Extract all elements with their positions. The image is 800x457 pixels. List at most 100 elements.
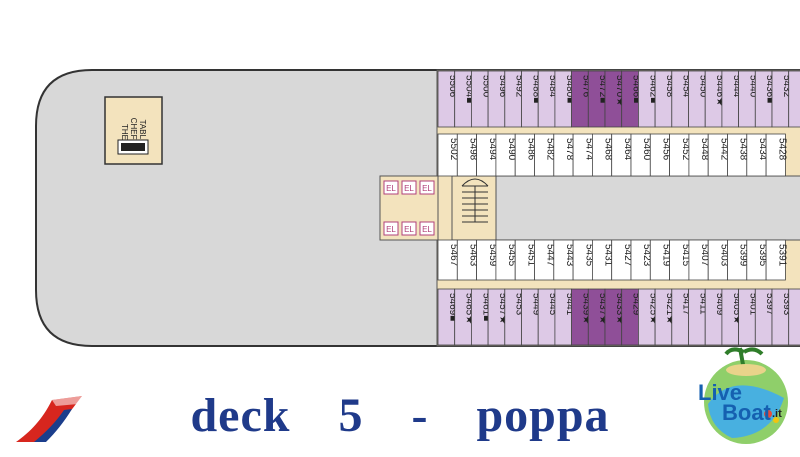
cabin-number: 5506: [447, 75, 458, 98]
cabin-number: 5433★: [614, 293, 625, 324]
elevator-label: EL: [422, 225, 432, 234]
cabin-bottom-inner[interactable]: 5399: [727, 239, 749, 281]
chefs-table: THE CHEF'S TABLE: [104, 96, 163, 165]
cabin-number: 5409: [714, 293, 725, 316]
cabin-top-inner[interactable]: 5442: [707, 133, 729, 177]
cabin-bottom-inner[interactable]: 5443: [553, 239, 575, 281]
cabin-number: 5403: [718, 244, 729, 267]
cabin-number: 5454: [681, 75, 692, 98]
cabin-top-outer[interactable]: 5430★: [788, 70, 800, 128]
cabin-number: 5444: [731, 75, 742, 98]
cabin-number: 5463: [467, 244, 478, 267]
cabin-bottom-inner[interactable]: 5451: [514, 239, 536, 281]
cabin-number: 5446★: [714, 75, 725, 106]
cabin-number: 5478: [564, 138, 575, 161]
cabin-bottom-outer[interactable]: 5389: [788, 288, 800, 346]
cabin-number: 5472■: [597, 75, 608, 103]
cabin-number: 5482: [545, 138, 556, 161]
cabin-bottom-outer[interactable]: 5393: [771, 288, 792, 346]
cabin-number: 5441: [564, 293, 575, 316]
cabin-top-outer[interactable]: 5470★: [604, 70, 625, 128]
cabin-bottom-inner[interactable]: 5395: [746, 239, 768, 281]
cabin-top-inner[interactable]: 5482: [534, 133, 556, 177]
chefs-table-label-3: TABLE: [138, 120, 147, 145]
cabin-bottom-inner[interactable]: 5419: [649, 239, 671, 281]
cabin-top-outer[interactable]: 5488■: [521, 70, 542, 128]
cabin-number: 5467: [448, 244, 459, 267]
cabin-number: 5399: [738, 244, 749, 267]
cabin-number: 5393: [781, 293, 792, 316]
cabin-top-outer[interactable]: 5480■: [554, 70, 575, 128]
cabin-bottom-inner[interactable]: 5435: [572, 239, 594, 281]
cabin-number: 5462■: [647, 75, 658, 103]
cabin-top-inner[interactable]: 5452: [669, 133, 691, 177]
stairs-icon: [461, 178, 489, 223]
cabin-number: 5429: [631, 293, 642, 316]
cabin-bottom-inner[interactable]: 5455: [495, 239, 517, 281]
cabin-top-inner[interactable]: 5486: [514, 133, 536, 177]
cabin-number: 5476: [580, 75, 591, 98]
elevator-label: EL: [404, 184, 414, 193]
cabin-top-inner[interactable]: 5464: [611, 133, 633, 177]
chefs-table-label-1: THE: [120, 124, 129, 140]
stairwell: [451, 175, 497, 241]
cabin-number: 5484: [547, 75, 558, 98]
cabin-number: 5439★: [580, 293, 591, 324]
carnival-logo: [16, 396, 82, 442]
cabin-number: 5437★: [597, 293, 608, 324]
title-word-dash: -: [411, 389, 429, 442]
cabin-bottom-inner[interactable]: 5403: [707, 239, 729, 281]
cabin-top-inner[interactable]: 5478: [553, 133, 575, 177]
cabin-top-inner[interactable]: 5502: [437, 133, 459, 177]
cabin-bottom-inner[interactable]: 5463: [456, 239, 478, 281]
cabin-number: 5425★: [647, 293, 658, 324]
elevator-label: EL: [422, 184, 432, 193]
liveboat-logo: Live Boat .it: [692, 340, 796, 452]
cabin-top-inner[interactable]: 5456: [649, 133, 671, 177]
cabin-number: 5447: [545, 244, 556, 267]
cabin-number: 5423: [641, 244, 652, 267]
cabin-number: 5502: [448, 138, 459, 161]
cabin-top-outer[interactable]: 5458: [654, 70, 675, 128]
cabin-number: 5431: [603, 244, 614, 267]
cabin-bottom-inner[interactable]: 5415: [669, 239, 691, 281]
cabin-number: 5458: [664, 75, 675, 98]
cabin-top-inner[interactable]: 5494: [476, 133, 498, 177]
cabin-top-outer[interactable]: 5500: [470, 70, 491, 128]
cabin-number: 5395: [757, 244, 768, 267]
cabin-top-inner[interactable]: 5490: [495, 133, 517, 177]
cabin-top-inner[interactable]: 5448: [688, 133, 710, 177]
cabin-number: 5389: [798, 293, 800, 316]
cabin-number: 5504■: [464, 75, 475, 103]
cabin-number: 5419: [660, 244, 671, 267]
cabin-top-inner[interactable]: 5428: [765, 133, 787, 177]
cabin-top-inner[interactable]: 5460: [630, 133, 652, 177]
cabin-bottom-inner[interactable]: 5447: [534, 239, 556, 281]
cabin-number: 5496: [497, 75, 508, 98]
deck-title: deck 5 - poppa: [0, 388, 800, 443]
cabin-top-inner[interactable]: 5498: [456, 133, 478, 177]
cabin-bottom-inner[interactable]: 5391: [765, 239, 787, 281]
globe-icon: [704, 347, 788, 444]
cabin-bottom-inner[interactable]: 5407: [688, 239, 710, 281]
cabin-top-inner[interactable]: 5438: [727, 133, 749, 177]
cabin-top-inner[interactable]: 5434: [746, 133, 768, 177]
cabin-bottom-inner[interactable]: 5459: [476, 239, 498, 281]
cabin-top-inner[interactable]: 5474: [572, 133, 594, 177]
cabin-number: 5492: [514, 75, 525, 98]
cabin-bottom-inner[interactable]: 5431: [592, 239, 614, 281]
cabin-number: 5457★: [497, 293, 508, 324]
elevator-label: EL: [386, 225, 396, 234]
chefs-table-label-2: CHEF'S: [129, 118, 138, 147]
cabin-bottom-inner[interactable]: 5427: [611, 239, 633, 281]
cabin-bottom-inner[interactable]: 5423: [630, 239, 652, 281]
liveboat-boat: Boat: [722, 400, 771, 425]
cabin-bottom-outer[interactable]: 5441: [554, 288, 575, 346]
cabin-bottom-inner[interactable]: 5467: [437, 239, 459, 281]
cabin-number: 5452: [680, 138, 691, 161]
cabin-number: 5470★: [614, 75, 625, 106]
cabin-top-inner[interactable]: 5468: [592, 133, 614, 177]
